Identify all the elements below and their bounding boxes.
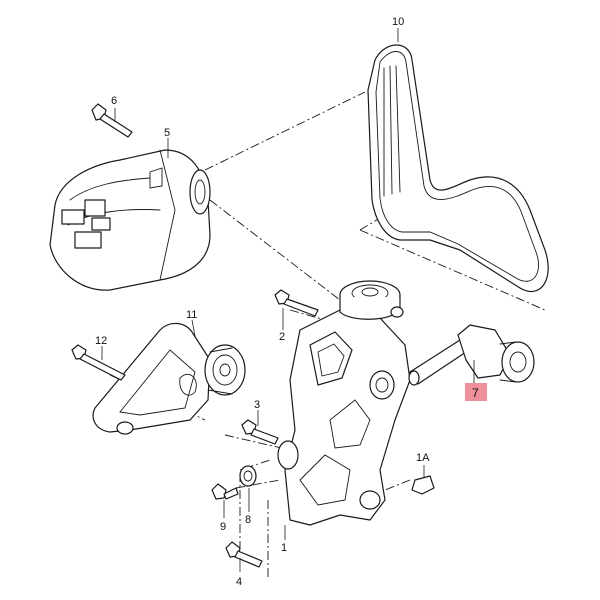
callout-2: 2 [279, 331, 285, 343]
callout-8: 8 [245, 514, 251, 526]
callout-3: 3 [254, 399, 260, 411]
bolt-3 [241, 419, 279, 445]
highlight-box-7 [465, 383, 487, 401]
callout-9: 9 [220, 521, 226, 533]
leader-lines [101, 28, 475, 572]
callout-1: 1 [281, 542, 287, 554]
callout-4: 4 [236, 576, 242, 588]
bolt-4 [225, 541, 263, 568]
spacer-8 [239, 465, 257, 487]
clip-1A [411, 475, 435, 495]
callout-5: 5 [164, 127, 170, 139]
bolt-6 [91, 103, 133, 138]
alternator [49, 149, 211, 291]
bolt-9 [211, 483, 239, 500]
bolt-2 [274, 289, 319, 317]
main-bracket [277, 280, 411, 526]
callout-6: 6 [111, 95, 117, 107]
belt-tensioner [408, 324, 535, 386]
callout-1A: 1A [416, 452, 430, 464]
callout-labels: 10 6 5 2 11 12 7 3 1A 9 8 1 4 [95, 16, 479, 588]
callout-10: 10 [392, 16, 404, 28]
callout-7: 7 [472, 386, 479, 400]
bolt-12 [71, 344, 126, 381]
poly-v-belt [367, 44, 549, 293]
bracket-with-idler [92, 322, 246, 435]
callout-12: 12 [95, 335, 107, 347]
callout-11: 11 [186, 309, 197, 321]
